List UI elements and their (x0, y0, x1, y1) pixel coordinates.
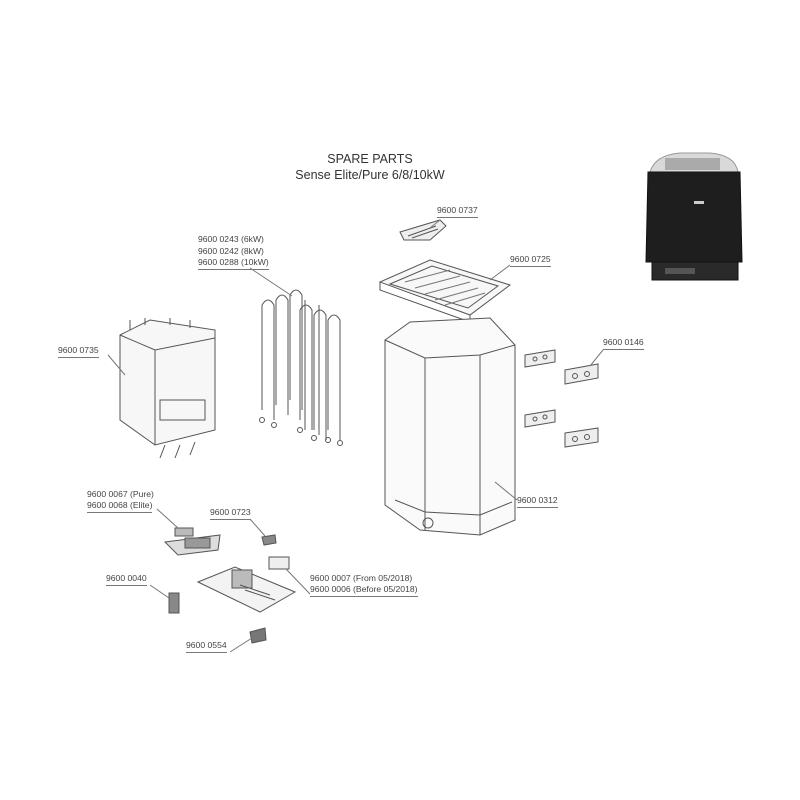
fuse-part (149, 584, 180, 614)
part-label-connector: 9600 0723 (210, 507, 251, 520)
part-label-heater-body: 9600 0312 (517, 495, 558, 508)
part-label-relay-old: 9600 0006 (Before 05/2018) (310, 584, 418, 597)
relay-part (268, 556, 311, 595)
part-label-heating-element-10kw: 9600 0288 (10kW) (198, 257, 269, 270)
part-label-board-pure: 9600 0067 (Pure) (87, 489, 154, 499)
part-label-relay-new: 9600 0007 (From 05/2018) (310, 573, 413, 583)
part-label-cover-grille: 9600 0737 (437, 205, 478, 218)
part-label-stone-tray: 9600 0725 (510, 254, 551, 267)
bracket-parts (524, 349, 604, 448)
stone-tray-part (378, 259, 512, 323)
part-label-terminal: 9600 0554 (186, 640, 227, 653)
heating-elements-part (249, 267, 343, 446)
control-board-part (156, 508, 221, 556)
diagram-title: SPARE PARTS (327, 152, 413, 166)
heater-body-part (384, 317, 518, 536)
heater-product-image (645, 152, 743, 281)
terminal-part (229, 627, 267, 653)
part-label-heating-element-6kw: 9600 0243 (6kW) (198, 234, 264, 244)
diagram-subtitle: Sense Elite/Pure 6/8/10kW (295, 168, 445, 182)
element-frame-part (107, 318, 216, 459)
power-board-part (196, 566, 297, 613)
part-label-element-frame: 9600 0735 (58, 345, 99, 358)
cover-grille-part (399, 219, 447, 241)
part-label-board-elite: 9600 0068 (Elite) (87, 500, 153, 513)
part-label-heating-element-8kw: 9600 0242 (8kW) (198, 246, 264, 256)
part-label-brackets: 9600 0146 (603, 337, 644, 350)
connector-part (249, 518, 277, 546)
part-label-fuse: 9600 0040 (106, 573, 147, 586)
